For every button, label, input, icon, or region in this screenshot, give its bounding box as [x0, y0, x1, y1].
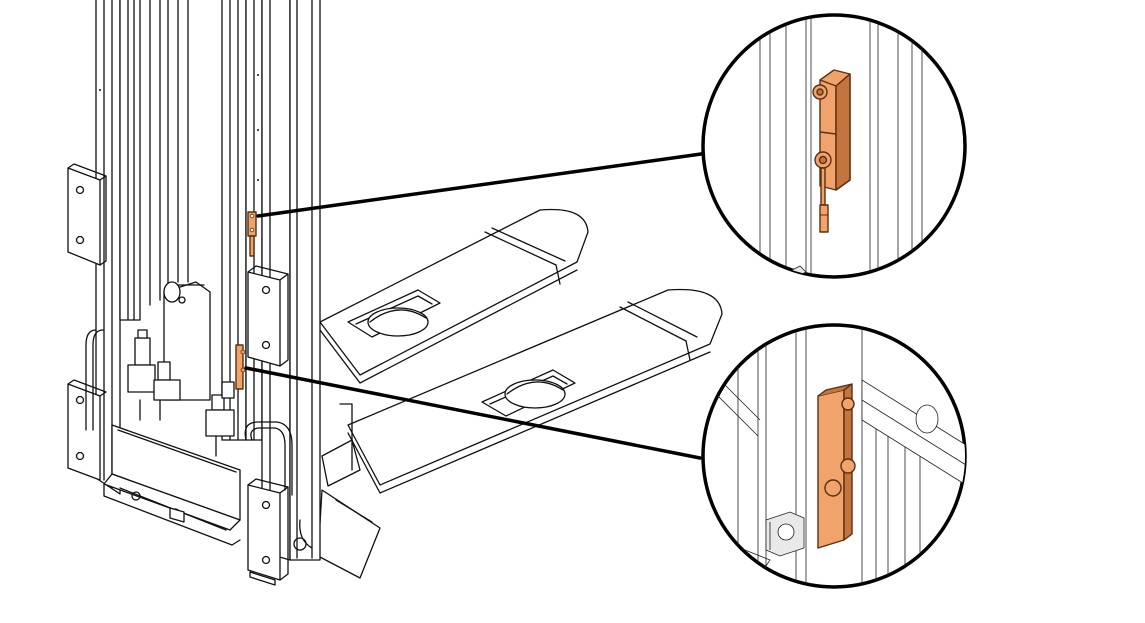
bracket-with-cable	[812, 69, 851, 233]
pallet-forks	[317, 208, 723, 579]
flat-bracket-plate	[817, 383, 856, 549]
mast-uprights	[95, 0, 321, 561]
detail-view-upper	[701, 13, 967, 279]
highlighted-part-upper	[247, 211, 257, 257]
detail-view-lower	[701, 323, 967, 589]
lift-carriage	[85, 281, 313, 551]
callout-leader-lines	[244, 152, 703, 460]
highlighted-part-lower	[235, 344, 246, 390]
side-mounting-plates	[67, 163, 289, 586]
